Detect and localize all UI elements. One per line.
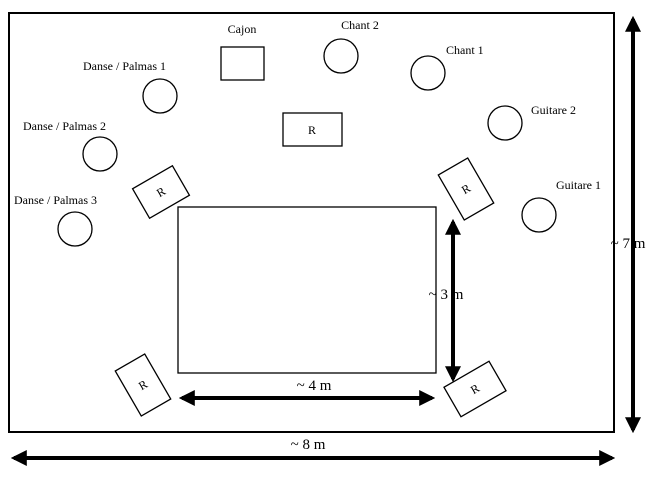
- monitor-label: R: [308, 123, 316, 137]
- monitor-right-lower: R: [443, 360, 507, 418]
- monitor-center-back: R: [282, 112, 343, 147]
- chant-1-position: [410, 55, 446, 91]
- guitare-2-label: Guitare 2: [531, 103, 576, 117]
- danse-palmas-2-position: [82, 136, 118, 172]
- chant-2-label: Chant 2: [341, 18, 379, 32]
- monitor-left-lower: R: [114, 353, 172, 417]
- dance-depth-label: ~ 3 m: [429, 287, 464, 303]
- stage-width-label: ~ 8 m: [291, 437, 326, 453]
- cajon-box: [220, 46, 265, 81]
- monitor-right-upper: R: [437, 157, 495, 221]
- dance-area: [177, 206, 437, 374]
- dance-width-label: ~ 4 m: [297, 378, 332, 394]
- chant-2-position: [323, 38, 359, 74]
- danse-palmas-3-label: Danse / Palmas 3: [14, 193, 97, 207]
- chant-1-label: Chant 1: [446, 43, 484, 57]
- danse-palmas-1-label: Danse / Palmas 1: [83, 59, 166, 73]
- danse-palmas-2-label: Danse / Palmas 2: [23, 119, 106, 133]
- guitare-1-position: [521, 197, 557, 233]
- stage-depth-label: ~ 7 m: [611, 236, 646, 252]
- guitare-1-label: Guitare 1: [556, 178, 601, 192]
- guitare-2-position: [487, 105, 523, 141]
- danse-palmas-1-position: [142, 78, 178, 114]
- monitor-left-upper: R: [131, 164, 191, 220]
- stage-outline: [8, 12, 615, 433]
- cajon-label: Cajon: [228, 22, 257, 36]
- danse-palmas-3-position: [57, 211, 93, 247]
